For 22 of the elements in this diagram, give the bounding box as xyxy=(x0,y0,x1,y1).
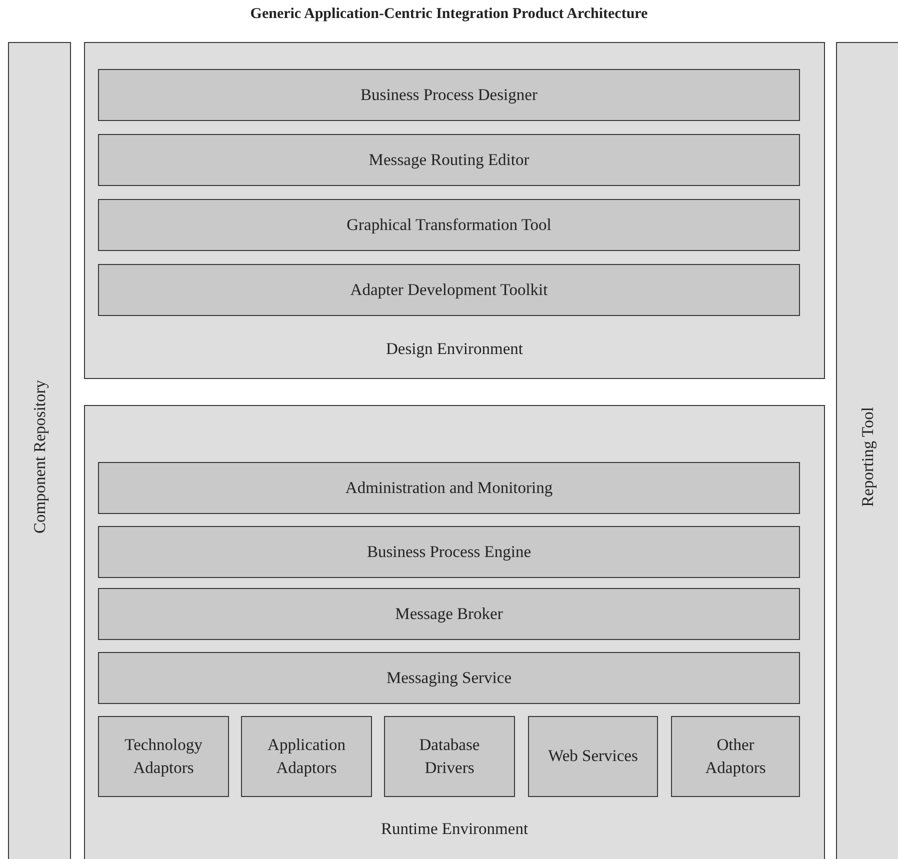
diagram-title: Generic Application-Centric Integration Product Architecture xyxy=(249,6,649,23)
component-box: Business Process Engine xyxy=(98,526,800,578)
panel-title: Runtime Environment xyxy=(380,819,528,839)
panel-title: Design Environment xyxy=(386,339,524,359)
component-box: Graphical Transformation Tool xyxy=(98,199,800,251)
component-box: Technology Adaptors xyxy=(98,716,229,797)
band-label: Reporting Tool xyxy=(858,407,878,507)
component-box: Business Process Designer xyxy=(98,69,800,121)
component-box: Administration and Monitoring xyxy=(98,462,800,514)
component-box: Adapter Development Toolkit xyxy=(98,264,800,316)
environment-panel xyxy=(84,42,825,379)
component-box: Application Adaptors xyxy=(241,716,372,797)
band-label: Component Repository xyxy=(30,380,50,534)
side-band xyxy=(836,42,898,859)
component-box: Other Adaptors xyxy=(671,716,800,797)
component-box: Message Routing Editor xyxy=(98,134,800,186)
side-band xyxy=(8,42,71,859)
environment-panel xyxy=(84,405,825,859)
component-box: Web Services xyxy=(528,716,658,797)
component-box: Database Drivers xyxy=(384,716,515,797)
component-box: Messaging Service xyxy=(98,652,800,704)
component-box: Message Broker xyxy=(98,588,800,640)
